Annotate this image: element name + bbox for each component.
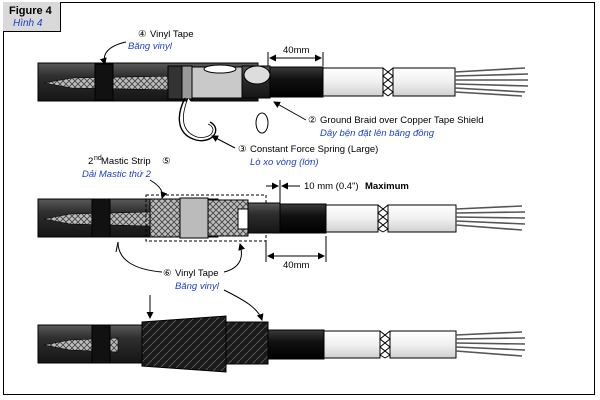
callout-6: ⑥ Vinyl Tape Băng vinyl bbox=[115, 241, 246, 292]
dimension-10mm: 10 mm (0.4") Maximum bbox=[266, 180, 409, 203]
figure-title: Figure 4 bbox=[9, 5, 52, 17]
callout-2: ② Ground Braid over Copper Tape Shield D… bbox=[273, 101, 484, 139]
dim-40-mid-text: 40mm bbox=[283, 260, 309, 271]
callout-6-vi: Băng vinyl bbox=[175, 281, 220, 292]
dim-40-top-text: 40mm bbox=[283, 45, 309, 56]
callout-2-vi: Dây bện đặt lên băng đồng bbox=[320, 128, 435, 139]
callout-5-num: ⑤ bbox=[162, 156, 171, 167]
callout-4-en: Vinyl Tape bbox=[150, 29, 194, 40]
callout-6-en: Vinyl Tape bbox=[175, 268, 219, 279]
callout-4-vi: Băng vinyl bbox=[128, 41, 173, 52]
dim-10-text: 10 mm (0.4") bbox=[304, 181, 359, 192]
callout-5: 2 nd Mastic Strip ⑤ Dải Mastic thứ 2 bbox=[82, 155, 171, 199]
callout-5-vi: Dải Mastic thứ 2 bbox=[82, 169, 152, 180]
callout-5-en-sup: nd bbox=[94, 155, 102, 162]
figure-title-vi: Hình 4 bbox=[13, 18, 43, 29]
callout-3-vi: Lò xo vòng (lớn) bbox=[250, 157, 319, 168]
callout-3-en: Constant Force Spring (Large) bbox=[250, 144, 378, 155]
callout-5-en-b: Mastic Strip bbox=[101, 156, 151, 167]
callout-5-en-a: 2 bbox=[88, 156, 93, 167]
callout-3-num: ③ bbox=[238, 144, 247, 155]
figure-label-box: Figure 4 Hình 4 bbox=[3, 2, 61, 32]
callout-2-num: ② bbox=[308, 115, 317, 126]
dimension-40-middle: 40mm bbox=[265, 236, 327, 271]
cable-bottom bbox=[37, 315, 526, 373]
callout-6-num: ⑥ bbox=[163, 268, 172, 279]
dim-10-max: Maximum bbox=[365, 181, 409, 192]
cable-middle bbox=[37, 194, 526, 242]
callout-2-en: Ground Braid over Copper Tape Shield bbox=[320, 115, 484, 126]
arrow-to-bottom-right bbox=[223, 289, 264, 321]
callout-4: ④ Vinyl Tape Băng vinyl bbox=[99, 29, 194, 65]
cable-top bbox=[37, 62, 529, 142]
callout-3: ③ Constant Force Spring (Large) Lò xo vò… bbox=[211, 135, 378, 168]
callout-4-num: ④ bbox=[138, 29, 147, 40]
dimension-40-top: 40mm bbox=[267, 45, 324, 66]
